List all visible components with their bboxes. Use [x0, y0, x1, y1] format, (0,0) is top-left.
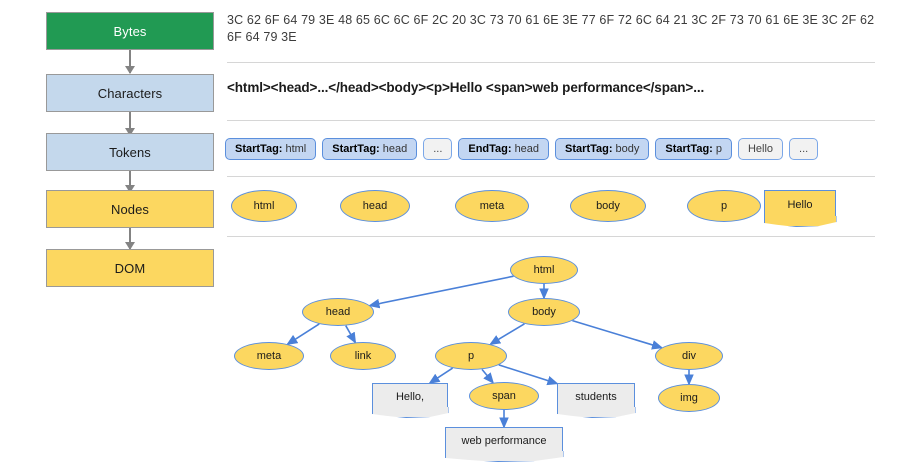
node-head[interactable]: head [340, 190, 410, 222]
arrow-tokens-to-nodes [125, 171, 135, 193]
tree-edge-body-to-p [489, 323, 525, 346]
stage-box-characters[interactable]: Characters [46, 74, 214, 112]
tree-node-label: meta [256, 350, 282, 362]
tree-node-div[interactable]: div [655, 342, 723, 370]
tree-edge-body-to-div [572, 319, 664, 350]
tree-node-html[interactable]: html [510, 256, 578, 284]
token-value: Hello [747, 143, 774, 155]
token-pill[interactable]: StartTag:body [555, 138, 650, 160]
tree-node-label: body [532, 306, 556, 318]
tree-edge-head-to-link [345, 325, 357, 344]
stage-label: Nodes [110, 201, 150, 217]
tree-node-meta[interactable]: meta [234, 342, 304, 370]
stage-label: Characters [97, 85, 163, 101]
tree-node-label: head [325, 306, 351, 318]
tree-node-label: div [681, 350, 697, 362]
nodes-row: html head meta body p Hello [215, 186, 900, 234]
divider-after-bytes [227, 62, 875, 63]
token-pill[interactable]: StartTag:html [225, 138, 317, 160]
pipeline-column: Bytes Characters Tokens Nodes DOM [0, 0, 215, 470]
characters-markup-text: <html><head>...</head><body><p>Hello <sp… [227, 80, 705, 95]
tree-node-students[interactable]: students [557, 383, 635, 409]
stage-box-bytes[interactable]: Bytes [46, 12, 214, 50]
tree-node-hello[interactable]: Hello, [372, 383, 448, 409]
tree-node-body[interactable]: body [508, 298, 580, 326]
tree-node-label: link [354, 350, 372, 362]
stage-label: Bytes [113, 23, 147, 39]
stage-box-nodes[interactable]: Nodes [46, 190, 214, 228]
stage-box-tokens[interactable]: Tokens [46, 133, 214, 171]
token-value: body [615, 143, 640, 155]
tree-node-label: web performance [461, 434, 547, 447]
dom-tree-edges [286, 275, 694, 429]
tree-node-label: p [467, 350, 475, 362]
tree-node-label: Hello, [395, 390, 425, 403]
token-value: html [285, 143, 307, 155]
arrow-bytes-to-characters [125, 50, 135, 74]
tree-node-link[interactable]: link [330, 342, 396, 370]
token-pill[interactable]: Hello [737, 138, 784, 160]
token-pill[interactable]: ... [423, 138, 453, 160]
node-label: meta [479, 200, 505, 212]
bytes-hex-text: 3C 62 6F 64 79 3E 48 65 6C 6C 6F 2C 20 3… [227, 13, 875, 44]
node-label: body [596, 200, 620, 212]
node-label: p [720, 200, 728, 212]
tree-edge-p-to-span [481, 368, 495, 384]
token-value: head [382, 143, 408, 155]
token-type: EndTag: [468, 143, 512, 155]
node-p[interactable]: p [687, 190, 761, 222]
token-pill[interactable]: StartTag:p [655, 138, 732, 160]
tree-edge-p-to-hello [428, 367, 454, 384]
token-value: ... [433, 143, 443, 155]
tree-node-head[interactable]: head [302, 298, 374, 326]
token-type: StartTag: [565, 143, 613, 155]
tree-edge-html-to-head [368, 275, 514, 309]
tree-node-label: img [680, 392, 698, 404]
tree-node-webperf[interactable]: web performance [445, 427, 563, 453]
token-value: ... [799, 143, 809, 155]
node-hello[interactable]: Hello [764, 190, 836, 218]
stage-label: Tokens [109, 144, 151, 160]
token-type: StartTag: [665, 143, 713, 155]
node-body[interactable]: body [570, 190, 646, 222]
divider-after-nodes [227, 236, 875, 237]
arrow-nodes-to-dom [125, 228, 135, 250]
node-html[interactable]: html [231, 190, 297, 222]
tree-node-span[interactable]: span [469, 382, 539, 410]
content-column: 3C 62 6F 64 79 3E 48 65 6C 6C 6F 2C 20 3… [215, 0, 900, 470]
node-label: head [362, 200, 388, 212]
tree-node-label: students [575, 390, 617, 403]
stage-label: DOM [114, 260, 146, 276]
token-type: StartTag: [332, 143, 380, 155]
node-meta[interactable]: meta [455, 190, 529, 222]
token-pill[interactable]: StartTag:head [322, 138, 418, 160]
divider-after-tokens [227, 176, 875, 177]
token-value: p [715, 143, 722, 155]
token-pill[interactable]: ... [789, 138, 819, 160]
tree-node-p[interactable]: p [435, 342, 507, 370]
divider-after-characters [227, 120, 875, 121]
tree-edge-p-to-students [498, 364, 559, 386]
node-label: html [253, 200, 275, 212]
tree-node-label: html [533, 264, 555, 276]
token-value: head [514, 143, 540, 155]
token-pill[interactable]: EndTag:head [458, 138, 550, 160]
token-type: StartTag: [235, 143, 283, 155]
arrow-characters-to-tokens [125, 112, 135, 136]
stage-box-dom[interactable]: DOM [46, 249, 214, 287]
tree-edge-head-to-meta [286, 323, 320, 346]
tree-node-label: span [492, 390, 516, 402]
tree-node-img[interactable]: img [658, 384, 720, 412]
node-label: Hello [787, 198, 813, 211]
